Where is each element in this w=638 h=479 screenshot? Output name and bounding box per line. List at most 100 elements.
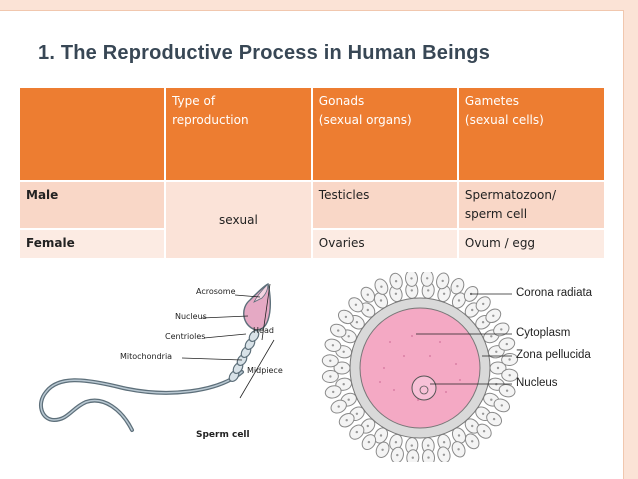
corona-cell-dot	[355, 412, 359, 415]
row-label-female: Female	[17, 228, 167, 260]
label-nucleus-sperm: Nucleus	[175, 312, 207, 321]
corona-cell-dot	[471, 308, 474, 312]
corona-cell-dot	[347, 398, 350, 401]
male-gametes-line-2: sperm cell	[464, 207, 528, 221]
corona-cell-dot	[481, 321, 485, 324]
corona-cell-dot	[379, 434, 383, 437]
label-mitochondria: Mitochondria	[120, 352, 173, 361]
corona-cell-dot	[496, 366, 500, 370]
header-gonads-cell: Gonads (sexual organs)	[310, 86, 459, 182]
table-row-female: Female Ovaries Ovum / egg	[17, 228, 607, 260]
header-gametes-line-1: Gametes	[464, 94, 519, 108]
corona-cell-dot	[342, 383, 345, 386]
sperm-cell-illustration	[38, 282, 275, 432]
header-gametes-cell: Gametes (sexual cells)	[456, 86, 607, 182]
corona-cell-dot	[482, 302, 485, 306]
male-gonads-cell: Testicles	[310, 180, 459, 230]
corona-cell-dot	[490, 398, 493, 401]
corona-cell-dot	[355, 430, 358, 434]
corona-cell-dot	[505, 389, 509, 392]
header-gonads-line-2: (sexual organs)	[318, 113, 412, 127]
corona-cell-dot	[366, 424, 369, 428]
corona-cell-dot	[337, 329, 340, 332]
frame-line-vertical	[623, 10, 624, 479]
corona-cell-dot	[426, 277, 429, 280]
sperm-midpiece	[228, 329, 260, 383]
corona-cell-dot	[442, 453, 446, 456]
frame-line-horizontal	[0, 10, 624, 11]
label-midpiece: Midpiece	[247, 366, 283, 375]
corona-cell-dot	[410, 289, 413, 292]
sperm-caption: Sperm cell	[196, 430, 250, 440]
header-gametes-line-2: (sexual cells)	[464, 113, 544, 127]
corona-cell-dot	[482, 430, 486, 433]
corona-cell-dot	[342, 350, 345, 353]
reproduction-table: Type of reproduction Gonads (sexual orga…	[17, 86, 607, 260]
male-gametes-line-1: Spermatozoon/	[464, 188, 556, 202]
corona-cell-dot	[329, 359, 332, 362]
corona-cell-dot	[500, 328, 503, 331]
corona-cell-dot	[410, 277, 413, 280]
header-type-cell: Type of reproduction	[164, 86, 313, 182]
corona-cell-dot	[337, 405, 340, 408]
corona-cell-dot	[441, 279, 444, 283]
corona-cell-dot	[427, 456, 430, 459]
header-gonads-line-1: Gonads	[318, 94, 365, 108]
corona-cell-dot	[380, 285, 383, 288]
label-cytoplasm: Cytoplasm	[516, 327, 571, 339]
header-type-line-1: Type of	[172, 94, 216, 108]
corona-cell-dot	[471, 424, 474, 428]
corona-cell-dot	[367, 440, 371, 444]
label-acrosome: Acrosome	[196, 287, 236, 296]
corona-cell-dot	[396, 453, 399, 457]
female-gonads-cell: Ovaries	[310, 228, 459, 260]
corona-cell-dot	[366, 308, 369, 312]
corona-cell-dot	[471, 440, 474, 443]
corona-cell-dot	[354, 303, 358, 306]
corona-cell-dot	[456, 285, 459, 288]
corona-cell-dot	[505, 342, 508, 346]
cytoplasm-dots	[379, 335, 461, 401]
egg-cell-illustration: // placeholder; cells drawn by page scri…	[321, 272, 519, 462]
label-centrioles: Centrioles	[165, 332, 206, 341]
right-frame-band	[624, 0, 638, 479]
corona-cell-dot	[355, 321, 359, 324]
egg-nucleus	[411, 375, 437, 401]
corona-cell-dot	[347, 335, 350, 338]
corona-cell-dot	[394, 280, 398, 283]
top-frame-band	[0, 0, 638, 10]
corona-cell-dot	[379, 299, 383, 302]
corona-cell-dot	[394, 441, 398, 444]
row-label-male: Male	[17, 180, 167, 230]
corona-cell-dot	[381, 448, 384, 451]
corona-cell-dot	[442, 441, 446, 444]
corona-cell-dot	[332, 390, 335, 394]
corona-cell-dot	[500, 404, 503, 407]
corona-radiata-cells: // placeholder; cells drawn by page scri…	[321, 272, 519, 462]
corona-cell-dot	[345, 419, 348, 422]
corona-cell-dot	[490, 335, 493, 338]
corona-cell-dot	[457, 434, 461, 437]
corona-cell-dot	[457, 299, 461, 302]
corona-cell-dot	[481, 412, 485, 415]
corona-cell-dot	[394, 292, 398, 295]
table-row-male: Male sexual Testicles Spermatozoon/ sper…	[17, 180, 607, 260]
corona-cell-dot	[410, 444, 413, 447]
corona-cell-dot	[508, 374, 511, 377]
male-gametes-cell: Spermatozoon/ sperm cell	[456, 180, 607, 230]
label-nucleus-egg: Nucleus	[516, 377, 558, 389]
corona-cell-dot	[331, 344, 335, 347]
label-head: Head	[253, 326, 274, 335]
corona-cell-dot	[340, 366, 344, 370]
corona-cell-dot	[492, 417, 496, 421]
corona-cell-dot	[329, 375, 332, 378]
type-value-cell: sexual	[164, 180, 313, 260]
label-zona-pellucida: Zona pellucida	[516, 349, 591, 361]
corona-cell-dot	[411, 456, 414, 459]
slide-title: 1. The Reproductive Process in Human Bei…	[38, 42, 491, 64]
table-header-row: Type of reproduction Gonads (sexual orga…	[17, 86, 607, 182]
corona-cell-dot	[508, 358, 511, 361]
corona-cell-dot	[492, 314, 495, 317]
female-gametes-cell: Ovum / egg	[456, 228, 607, 260]
label-corona-radiata: Corona radiata	[516, 287, 593, 299]
